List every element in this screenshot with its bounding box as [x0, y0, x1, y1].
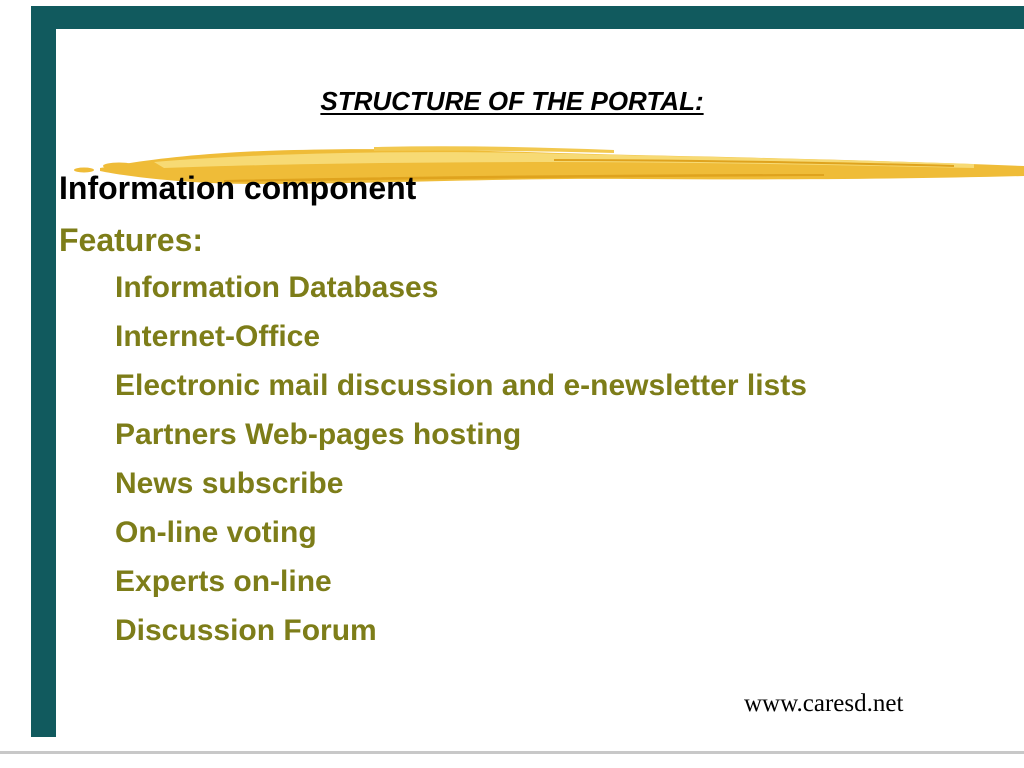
feature-list-item: Experts on-line — [115, 565, 332, 598]
bottom-divider-line — [0, 751, 1024, 754]
heading-information-component: Information component — [59, 170, 417, 206]
slide-border-top — [31, 6, 1024, 29]
slide-title: STRUCTURE OF THE PORTAL: — [0, 86, 1024, 117]
brush-stroke-icon — [74, 146, 1024, 184]
feature-list: Information Databases Internet-Office El… — [115, 263, 807, 655]
subheading-features: Features: — [59, 222, 204, 258]
feature-list-item: Information Databases — [115, 271, 439, 304]
feature-list-item: News subscribe — [115, 467, 344, 500]
slide-border-left — [31, 6, 56, 737]
feature-list-item: Partners Web-pages hosting — [115, 418, 522, 451]
feature-list-item: Discussion Forum — [115, 614, 377, 647]
slide-title-text: STRUCTURE OF THE PORTAL: — [320, 86, 704, 116]
footer-url: www.caresd.net — [744, 690, 904, 717]
feature-list-item: On-line voting — [115, 516, 317, 549]
feature-list-item: Electronic mail discussion and e-newslet… — [115, 369, 807, 402]
feature-list-item: Internet-Office — [115, 320, 321, 353]
